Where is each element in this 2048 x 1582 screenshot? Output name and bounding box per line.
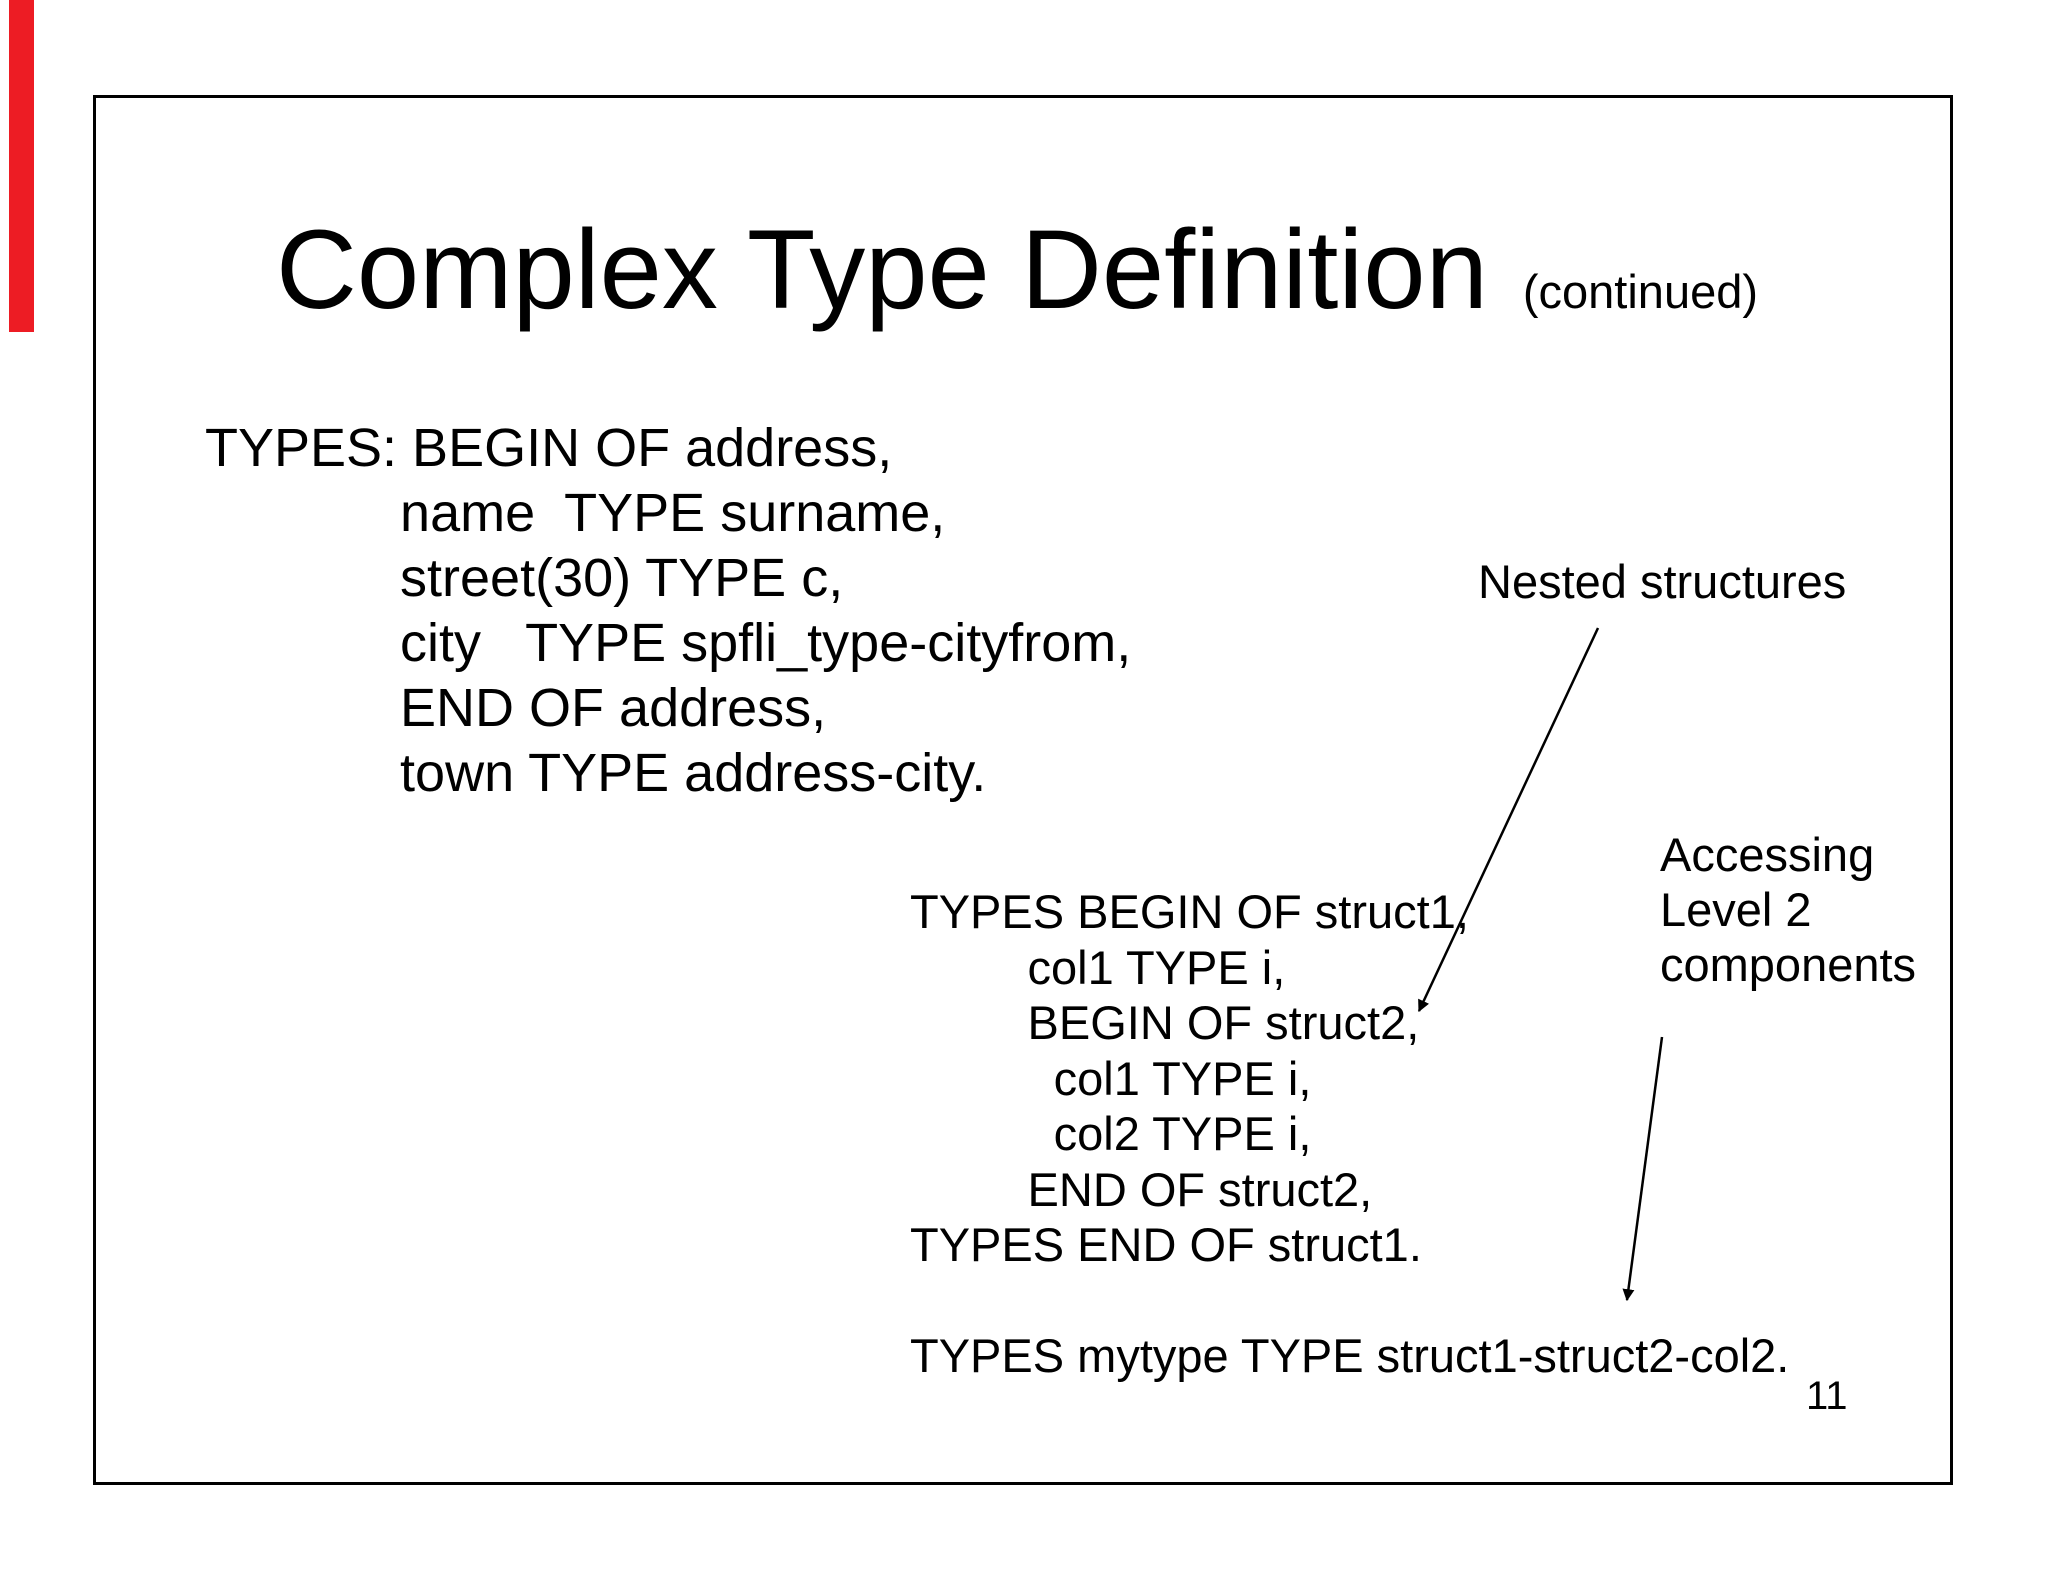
code-line: TYPES BEGIN OF struct1,: [910, 885, 1469, 938]
label-line: components: [1660, 938, 1917, 991]
label-line: Accessing: [1660, 828, 1875, 881]
code-line: BEGIN OF struct2,: [910, 996, 1420, 1049]
slide-border-frame: [93, 95, 1953, 1485]
code-line: TYPES END OF struct1.: [910, 1218, 1422, 1271]
page-number: 11: [1806, 1374, 1848, 1418]
red-accent-bar: [9, 0, 34, 332]
code-line: col1 TYPE i,: [910, 940, 1286, 994]
code-line: END OF address,: [205, 678, 827, 738]
slide-title: Complex Type Definition: [276, 207, 1488, 332]
code-line: col1 TYPE i,: [910, 1051, 1312, 1105]
code-block-address-types: TYPES: BEGIN OF address, name TYPE surna…: [205, 416, 1131, 806]
code-block-nested-struct-types: TYPES BEGIN OF struct1, col1 TYPE i, BEG…: [910, 884, 1789, 1384]
code-line: street(30) TYPE c,: [205, 548, 844, 608]
code-line: END OF struct2,: [910, 1162, 1373, 1216]
slide-title-row: Complex Type Definition(continued): [276, 214, 1758, 326]
nested-structures-label: Nested structures: [1478, 555, 1847, 608]
code-line: TYPES: BEGIN OF address,: [205, 418, 893, 478]
code-line: [910, 1273, 1789, 1329]
code-line: name TYPE surname,: [205, 483, 946, 543]
slide-title-suffix: (continued): [1522, 265, 1759, 318]
code-line: col2 TYPE i,: [910, 1107, 1312, 1160]
code-line: city TYPE spfli_type-cityfrom,: [205, 613, 1132, 673]
label-line: Level 2: [1660, 883, 1812, 936]
code-line: TYPES mytype TYPE struct1-struct2-col2.: [910, 1329, 1790, 1382]
code-line: town TYPE address-city.: [205, 743, 987, 803]
